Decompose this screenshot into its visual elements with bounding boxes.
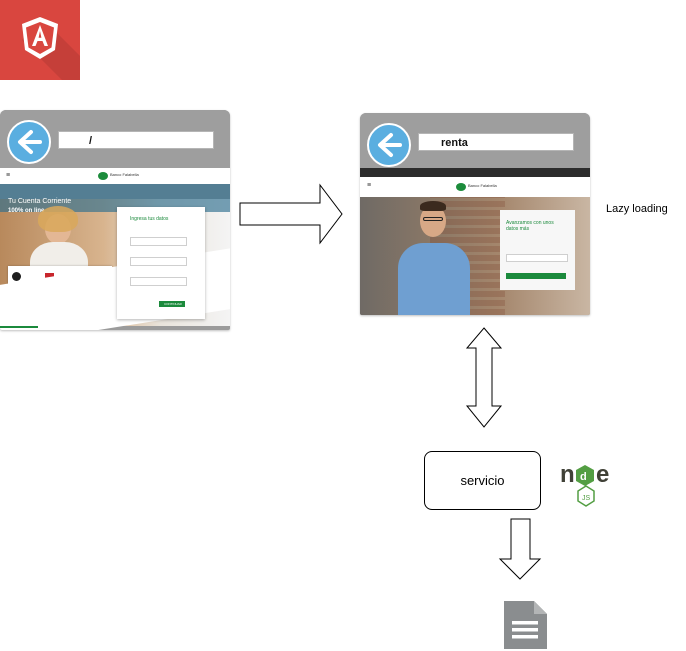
login-page-screenshot: / ≡ Banco Falabella Tu Cuenta Corriente … xyxy=(0,110,230,330)
top-nav xyxy=(360,168,590,177)
income-card: Avanzamos con unos datos más xyxy=(500,210,575,290)
back-arrow-icon xyxy=(367,123,411,167)
angular-logo-icon xyxy=(0,0,80,80)
url-bar: / xyxy=(58,131,214,149)
down-arrow xyxy=(498,518,542,580)
navigation-arrow xyxy=(239,183,343,245)
bank-name: Banco Falabella xyxy=(110,172,139,177)
login-title: Ingresa tus datos xyxy=(130,216,169,222)
service-box: servicio xyxy=(424,451,541,510)
rut-field xyxy=(130,237,187,246)
svg-text:n: n xyxy=(560,461,575,488)
bank-name: Banco Falabella xyxy=(468,183,497,188)
url-bar: renta xyxy=(418,133,574,151)
service-label: servicio xyxy=(460,473,505,488)
email-field xyxy=(130,277,187,286)
renta-page-screenshot: renta ≡ Banco Falabella Avanzamos con un… xyxy=(360,113,590,315)
back-arrow-icon xyxy=(7,120,51,164)
phone-field xyxy=(130,257,187,266)
continue-button xyxy=(506,273,566,279)
site-header: ≡ Banco Falabella xyxy=(0,168,230,184)
income-field xyxy=(506,254,568,262)
bidirectional-arrow xyxy=(465,327,503,428)
hero-title: Tu Cuenta Corriente xyxy=(8,198,72,205)
hero-subtitle: 100% on line xyxy=(8,208,45,214)
document-icon xyxy=(504,601,547,649)
svg-text:e: e xyxy=(596,461,609,488)
svg-text:JS: JS xyxy=(582,495,591,502)
svg-text:d: d xyxy=(580,471,587,483)
lazy-loading-label: Lazy loading xyxy=(606,203,668,215)
card-title: Avanzamos con unos datos más xyxy=(506,220,554,232)
continue-button-label: CONTINUAR xyxy=(164,302,182,306)
nodejs-logo-icon: n d e JS xyxy=(560,461,609,507)
login-card: Ingresa tus datos CONTINUAR xyxy=(117,207,205,319)
site-header: ≡ Banco Falabella xyxy=(360,177,590,197)
continue-button: CONTINUAR xyxy=(159,301,185,307)
bank-logo-icon xyxy=(456,183,466,191)
bank-logo-icon xyxy=(98,172,108,180)
